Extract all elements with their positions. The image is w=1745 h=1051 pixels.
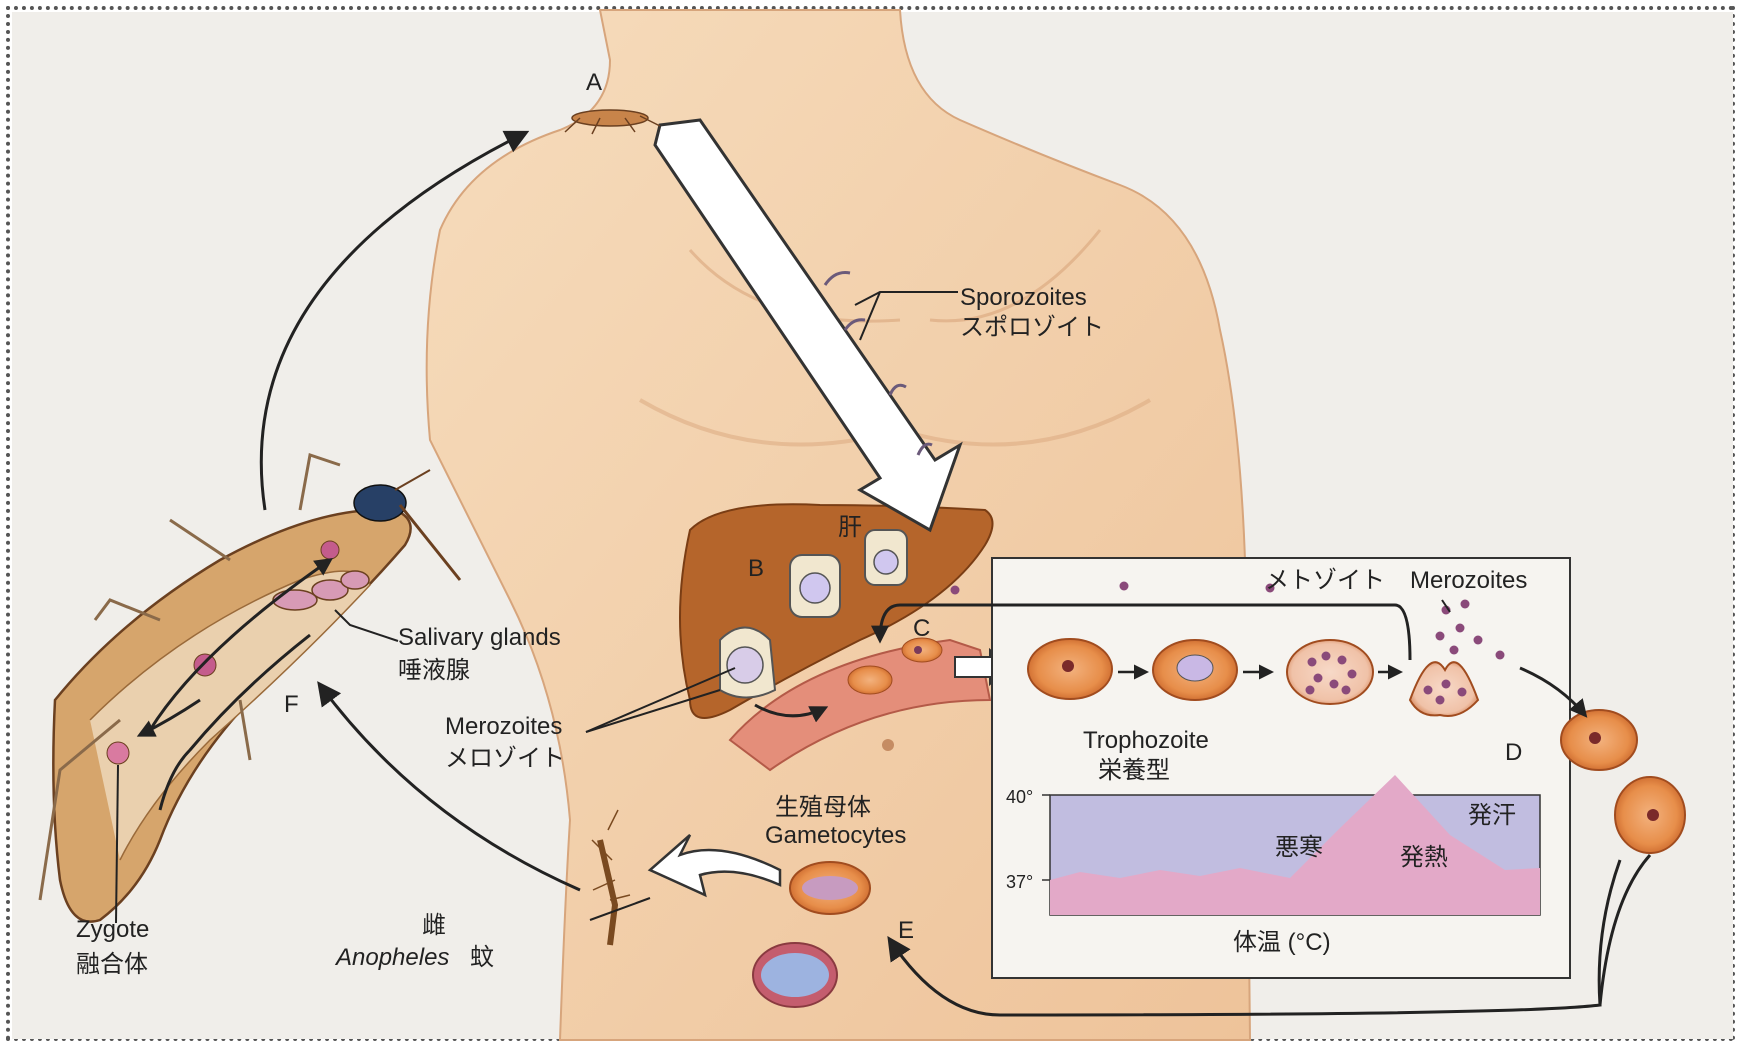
label-zygote-en: Zygote — [76, 916, 149, 943]
label-gametocytes-jp: 生殖母体 — [775, 794, 871, 821]
navel — [882, 739, 894, 751]
label-trophozoite-en: Trophozoite — [1083, 727, 1209, 754]
chart-label-sweat: 発汗 — [1468, 802, 1516, 829]
label-liver: 肝 — [838, 514, 862, 541]
label-sporozoites-en: Sporozoites — [960, 284, 1087, 311]
label-b: B — [748, 555, 764, 582]
label-c: C — [913, 615, 930, 642]
chart-tick-high: 40° — [1006, 787, 1033, 807]
label-salivary-jp: 唾液腺 — [398, 657, 470, 684]
label-a: A — [586, 69, 602, 96]
label-sporozoites-jp: スポロゾイト — [960, 314, 1104, 341]
chart-label-fever: 発熱 — [1400, 844, 1448, 871]
zygote-cell — [107, 742, 129, 764]
label-merozoites-jp: メロゾイト — [445, 745, 565, 772]
label-anopheles-jp: 蚊 — [470, 944, 494, 971]
label-merozoites-top-jp: メトゾイト — [1265, 567, 1385, 594]
label-merozoites-en: Merozoites — [445, 713, 562, 740]
chart-label-chill: 悪寒 — [1275, 834, 1323, 861]
label-zygote-jp: 融合体 — [76, 951, 148, 978]
label-anopheles-en: Anopheles — [334, 944, 449, 971]
chart-tick-low: 37° — [1006, 872, 1033, 892]
label-d: D — [1505, 739, 1522, 766]
label-salivary-en: Salivary glands — [398, 624, 561, 651]
label-e: E — [898, 917, 914, 944]
label-trophozoite-jp: 栄養型 — [1098, 757, 1170, 784]
label-merozoites-top-en: Merozoites — [1410, 567, 1527, 594]
chart-axis-label: 体温 (°C) — [1233, 929, 1331, 956]
label-f: F — [284, 691, 299, 718]
label-gametocytes-en: Gametocytes — [765, 822, 906, 849]
label-female-jp: 雌 — [422, 912, 446, 939]
